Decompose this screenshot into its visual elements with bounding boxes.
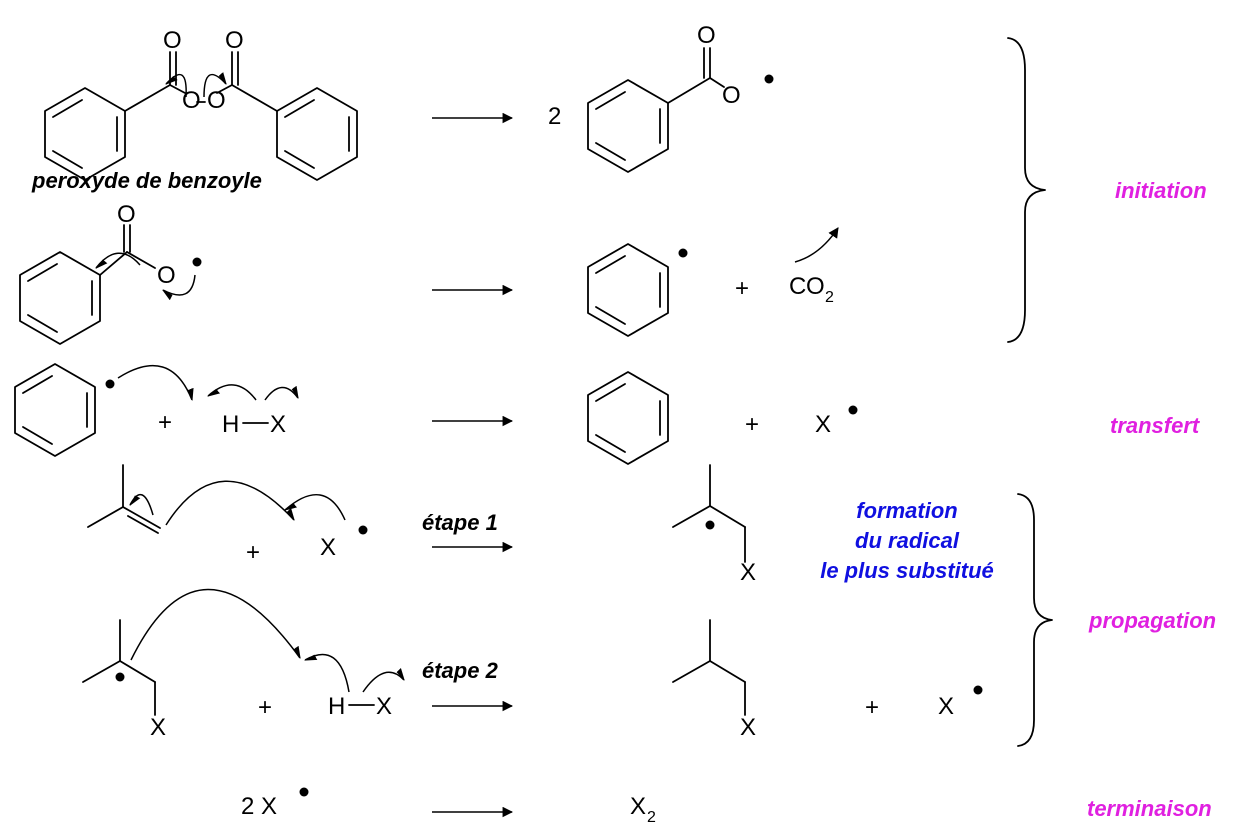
stage-propagation-label: propagation — [1088, 608, 1216, 633]
curved-arrow — [303, 653, 350, 693]
curved-arrow — [165, 480, 295, 526]
stage-transfert-label: transfert — [1110, 413, 1201, 438]
hydrogen-label: H — [328, 693, 345, 720]
curved-arrow — [207, 384, 257, 401]
step2-label: étape 2 — [422, 658, 499, 683]
curved-arrow — [203, 71, 227, 98]
plus-sign: + — [258, 694, 272, 721]
radical-dot — [105, 379, 115, 389]
radical-dot — [678, 248, 688, 258]
halogen-label: X — [376, 693, 392, 720]
radical-oxygen-label: O — [722, 82, 741, 109]
tertiary-radical-structure: X — [672, 464, 756, 586]
curved-arrow — [284, 494, 346, 521]
peroxide-oxygen-label: O — [207, 87, 226, 114]
curved-arrow — [794, 227, 839, 263]
halogen-label: X — [740, 559, 756, 586]
benzoyloxy-radical-decarboxylation: O O — [19, 201, 202, 345]
halogen-label: X — [150, 714, 166, 741]
carbon-dioxide-label: O — [806, 273, 825, 300]
benzene-structure — [587, 371, 669, 465]
halogen-label: X — [938, 693, 954, 720]
plus-sign: + — [865, 694, 879, 721]
radical-dot — [764, 74, 774, 84]
initiation-brace — [1007, 37, 1046, 343]
stage-terminaison-label: terminaison — [1087, 796, 1212, 821]
curved-arrow — [161, 274, 196, 301]
plus-sign: + — [158, 409, 172, 436]
carbonyl-oxygen-label: O — [117, 201, 136, 228]
benzoyloxy-radical-structure: O O — [587, 22, 774, 173]
plus-sign: + — [246, 539, 260, 566]
curved-arrow — [264, 385, 299, 401]
coefficient-label: 2 — [548, 103, 561, 130]
halogen-label: X — [740, 714, 756, 741]
alkyl-halide-product-structure: X — [672, 619, 756, 741]
radical-dot — [299, 787, 309, 797]
carbonyl-oxygen-label: O — [163, 27, 182, 54]
hydrogen-label: H — [222, 411, 239, 438]
alkene-addition — [87, 464, 346, 534]
phenyl-radical-structure — [587, 243, 688, 337]
curved-arrow — [129, 493, 154, 516]
radical-dot — [192, 257, 202, 267]
step1-label: étape 1 — [422, 510, 498, 535]
carbon-dioxide-label: C — [789, 273, 806, 300]
curved-arrow — [117, 364, 194, 402]
carbonyl-oxygen-label: O — [697, 22, 716, 49]
halogen-label: X — [815, 411, 831, 438]
note-line: formation — [856, 498, 957, 523]
peroxide-name-label: peroxyde de benzoyle — [31, 168, 262, 193]
radical-oxygen-label: O — [157, 262, 176, 289]
propagation-brace — [1017, 493, 1053, 747]
radical-hydrogen-abstraction: X — [82, 588, 405, 741]
curved-arrow — [130, 588, 301, 661]
radical-dot — [115, 672, 125, 682]
plus-sign: + — [745, 411, 759, 438]
phenyl-radical-transfer — [14, 363, 299, 457]
stage-initiation-label: initiation — [1115, 178, 1207, 203]
note-line: le plus substitué — [820, 558, 994, 583]
note-line: du radical — [855, 528, 960, 553]
reactant-2x-label: 2 X — [241, 793, 277, 820]
regioselectivity-note: formation du radical le plus substitué — [820, 498, 994, 583]
radical-dot — [358, 525, 368, 535]
halogen-label: X — [320, 534, 336, 561]
subscript-label: 2 — [825, 289, 834, 306]
halogen-label: X — [270, 411, 286, 438]
benzoyl-peroxide-structure: O O O O peroxyde de benzoyle — [31, 27, 358, 193]
peroxide-oxygen-label: O — [182, 87, 201, 114]
radical-dot — [705, 520, 715, 530]
radical-dot — [848, 405, 858, 415]
curved-arrow — [165, 73, 187, 98]
curved-arrow — [362, 668, 405, 693]
curved-arrow — [95, 252, 141, 269]
radical-dot — [973, 685, 983, 695]
carbonyl-oxygen-label: O — [225, 27, 244, 54]
subscript-label: 2 — [647, 809, 656, 826]
plus-sign: + — [735, 275, 749, 302]
halogen-label: X — [630, 793, 646, 820]
